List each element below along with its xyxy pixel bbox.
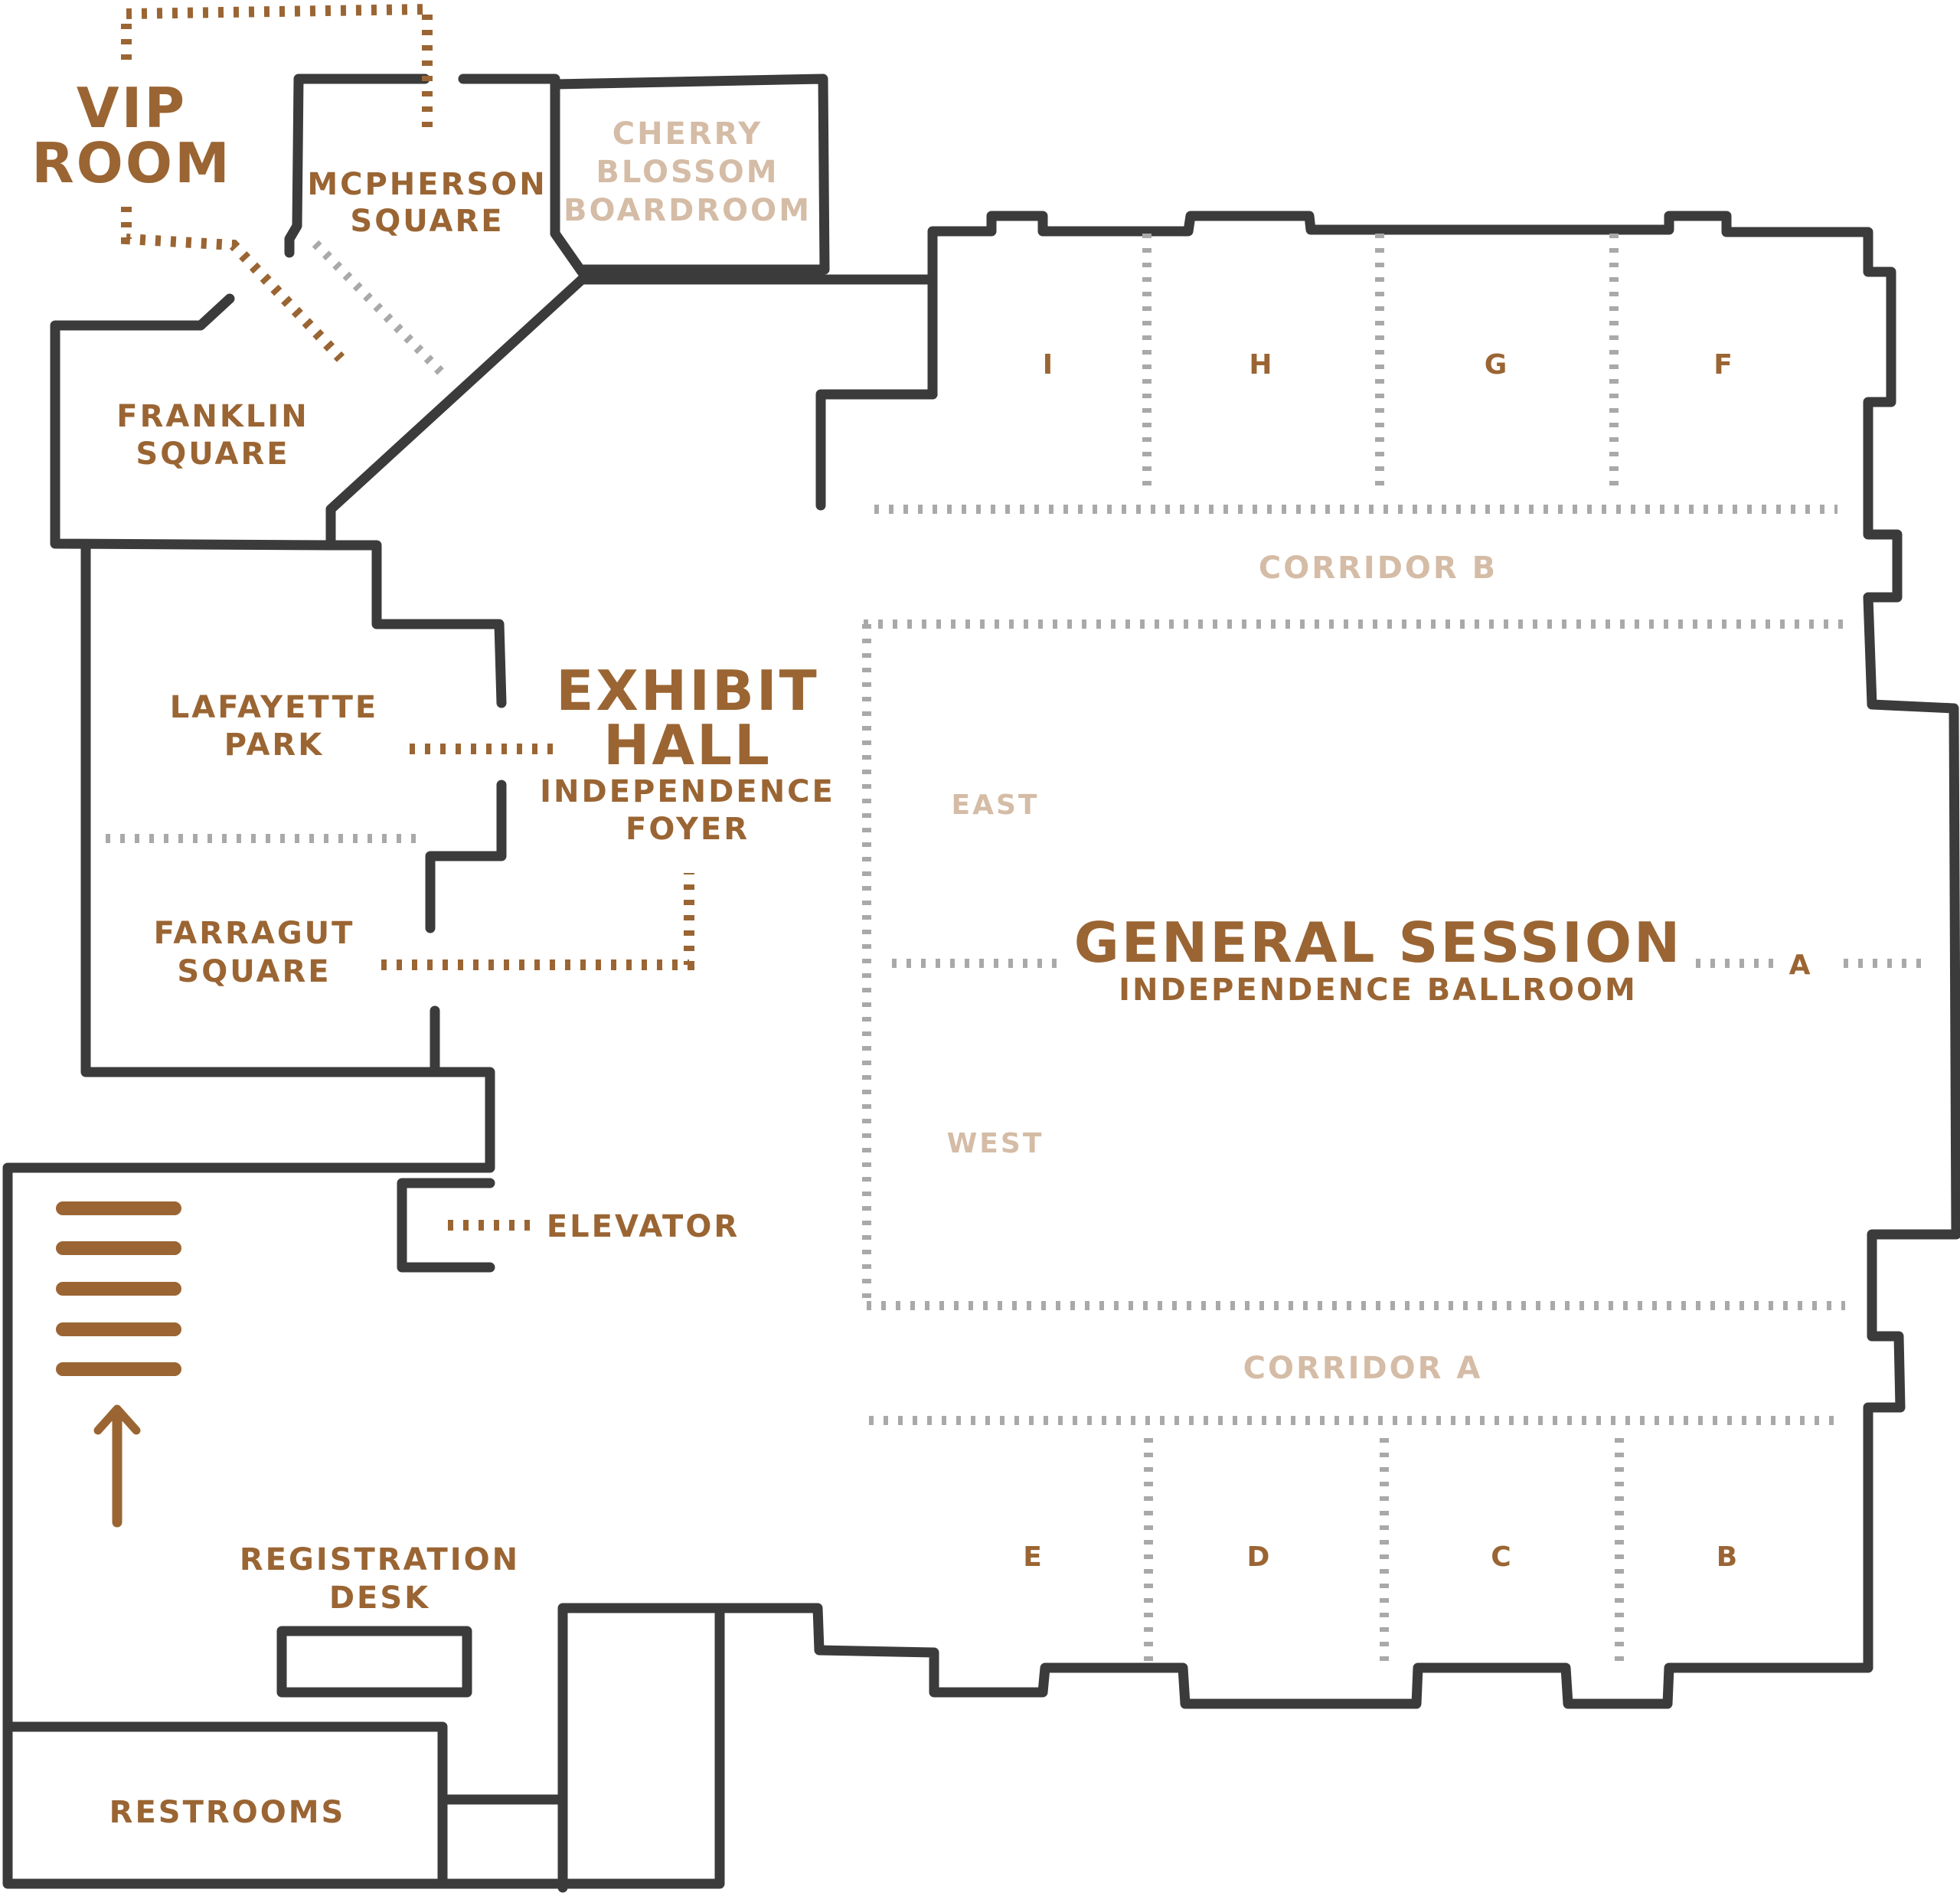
cherry-blossom-label-3: BOARDROOM [564, 193, 812, 228]
access-paths [121, 3, 694, 1231]
up-arrow-icon [93, 1404, 141, 1528]
partition-mcpherson-franklin [312, 240, 449, 381]
farragut-square-label: FARRAGUT [154, 916, 355, 951]
room-f-label: F [1713, 349, 1735, 381]
room-i-label: I [1043, 349, 1055, 381]
wall-cherry-blossom [550, 74, 830, 275]
wall-restrooms [2, 1721, 448, 1889]
cherry-blossom-label-2: BLOSSOM [596, 155, 779, 190]
franklin-square-label-2: SQUARE [136, 436, 289, 472]
wall-foyer-top [577, 274, 938, 511]
labels: VIP ROOM MCPHERSON SQUARE CHERRY BLOSSOM… [31, 76, 1813, 1830]
wall-foyer-left [425, 780, 507, 933]
corridor-b-label: CORRIDOR B [1259, 551, 1498, 586]
ballroom-a-label: A [1789, 950, 1813, 981]
wall-registration-desk [276, 1626, 472, 1698]
exhibit-hall-label: EXHIBIT [556, 659, 819, 723]
wall-elevator [397, 1178, 495, 1273]
vip-room-label: VIP [77, 76, 187, 140]
corridor-a-label: CORRIDOR A [1243, 1351, 1483, 1386]
independence-ballroom-label: INDEPENDENCE BALLROOM [1119, 973, 1638, 1008]
wall-franklin [50, 293, 336, 551]
exhibit-hall-label-2: HALL [603, 713, 772, 777]
mcpherson-square-label-2: SQUARE [350, 204, 504, 239]
path-farragut [381, 873, 694, 970]
registration-desk-label-2: DESK [329, 1581, 430, 1616]
room-h-label: H [1249, 349, 1274, 381]
independence-foyer-label: INDEPENDENCE [540, 774, 835, 809]
franklin-square-label: FRANKLIN [116, 399, 309, 434]
lafayette-park-label: LAFAYETTE [170, 690, 378, 725]
independence-foyer-label-2: FOYER [626, 812, 750, 847]
room-d-label: D [1247, 1541, 1272, 1573]
ballroom-east-label: EAST [952, 789, 1040, 821]
wall-lafayette-farragut [2, 540, 725, 1893]
stairs-icon [56, 1201, 181, 1376]
general-session-label: GENERAL SESSION [1074, 910, 1683, 975]
path-vip-room-lower [121, 207, 345, 362]
room-b-label: B [1717, 1541, 1740, 1573]
wall-diagonal [325, 274, 587, 708]
walls [2, 74, 1960, 1893]
cherry-blossom-label: CHERRY [612, 116, 763, 152]
wall-ballroom [714, 211, 1960, 1709]
lafayette-park-label-2: PARK [224, 727, 324, 763]
elevator-label: ELEVATOR [547, 1209, 740, 1244]
mcpherson-square-label: MCPHERSON [307, 167, 547, 202]
partitions [106, 234, 1929, 1668]
room-c-label: C [1491, 1541, 1513, 1573]
room-e-label: E [1023, 1541, 1044, 1573]
room-g-label: G [1485, 349, 1510, 381]
ballroom-west-label: WEST [947, 1128, 1044, 1159]
vip-room-label-2: ROOM [31, 131, 232, 195]
restrooms-label: RESTROOMS [109, 1795, 346, 1830]
registration-desk-label: REGISTRATION [240, 1542, 520, 1577]
farragut-square-label-2: SQUARE [177, 954, 331, 989]
wall-mcpherson-right [458, 74, 587, 277]
wall-mcpherson [284, 74, 430, 258]
